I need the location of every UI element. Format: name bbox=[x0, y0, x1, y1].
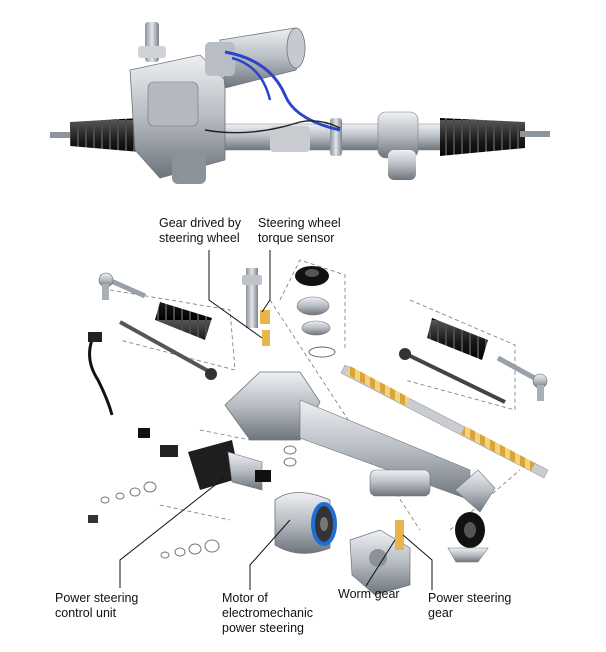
steering-rack-bar bbox=[340, 364, 549, 479]
electric-motor-exploded bbox=[274, 492, 337, 554]
worm-gear-housing bbox=[349, 520, 411, 596]
right-inner-ball-joint bbox=[399, 348, 411, 360]
control-unit-box bbox=[147, 81, 199, 127]
power-steering-control-unit bbox=[188, 440, 271, 491]
label-gear-driven-by-steering-wheel: Gear drived by steering wheel bbox=[159, 216, 241, 245]
upper-mount-parts bbox=[295, 266, 336, 358]
blue-cable bbox=[224, 50, 341, 132]
gearbox-base bbox=[172, 150, 206, 184]
left-boot-exploded bbox=[155, 302, 212, 340]
label-power-steering-gear: Power steering gear bbox=[428, 591, 512, 620]
left-inner-ball-joint bbox=[205, 368, 217, 380]
label-steering-wheel-torque-sensor: Steering wheel torque sensor bbox=[258, 216, 341, 245]
right-boot-exploded bbox=[427, 318, 488, 360]
right-tie-rod-end bbox=[496, 355, 548, 401]
label-worm-gear: Worm gear bbox=[338, 587, 400, 601]
left-tie-rod-end bbox=[98, 272, 147, 300]
exploded-view bbox=[88, 259, 549, 596]
main-housing-exploded bbox=[224, 371, 471, 501]
sensor-plug bbox=[138, 428, 150, 438]
right-inner-tie-rod bbox=[401, 350, 506, 404]
right-boot bbox=[440, 118, 525, 156]
rack-mount-bushing bbox=[447, 469, 496, 563]
housing-flange bbox=[330, 118, 342, 156]
label-power-steering-control-unit: Power steering control unit bbox=[55, 591, 139, 620]
sensor-harness bbox=[88, 339, 114, 416]
right-tie-rod bbox=[520, 131, 550, 137]
shaft-collar bbox=[138, 46, 166, 58]
leader-lines bbox=[119, 250, 433, 590]
lower-bracket bbox=[388, 150, 416, 180]
label-motor-of-electromechanic-power-steering: Motor of electromechanic power steering bbox=[222, 591, 314, 635]
blue-cable-2 bbox=[231, 56, 272, 101]
assembled-steering-rack bbox=[50, 22, 550, 184]
small-connector bbox=[160, 445, 178, 457]
black-wire bbox=[204, 120, 341, 134]
motor-connector bbox=[205, 42, 235, 76]
left-inner-tie-rod bbox=[119, 320, 211, 374]
motor-endcap bbox=[286, 27, 306, 69]
small-hardware bbox=[100, 445, 297, 559]
small-nut bbox=[88, 515, 98, 523]
torque-sensor-shaft bbox=[242, 268, 270, 346]
housing-mid bbox=[270, 126, 310, 152]
left-tie-rod bbox=[50, 132, 80, 138]
left-boot bbox=[70, 118, 140, 152]
harness-connector bbox=[88, 332, 102, 342]
